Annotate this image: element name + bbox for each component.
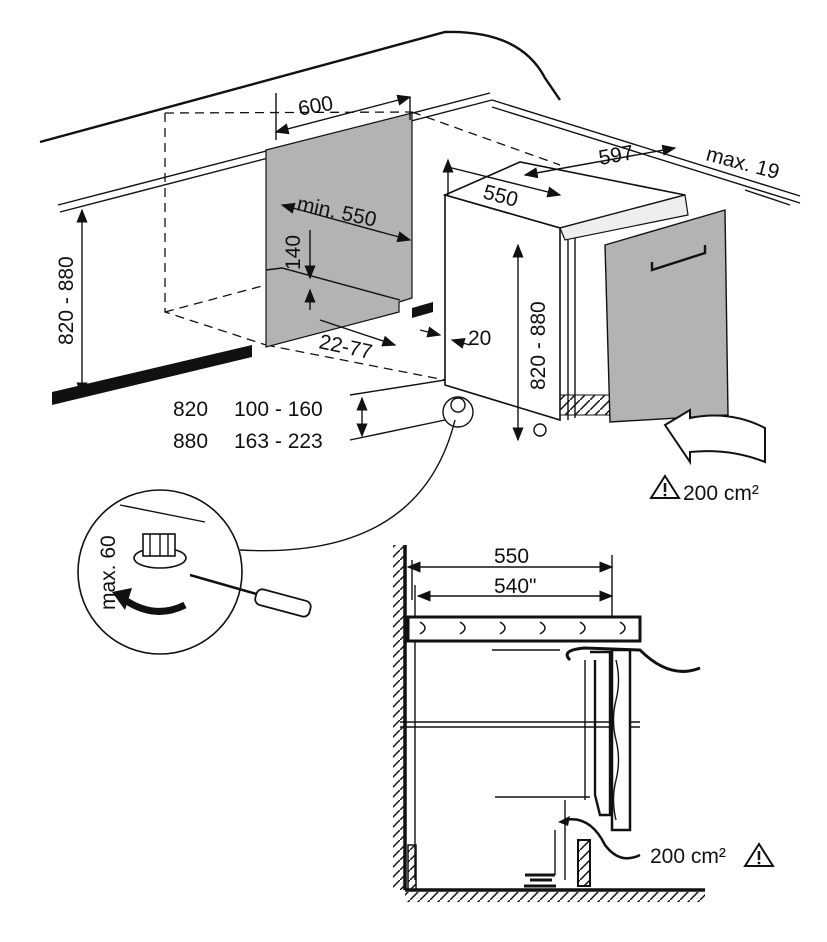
ventilation-note-top: 200 cm²	[649, 474, 759, 505]
dimension-lines	[76, 93, 791, 442]
rotate-arrow-icon	[123, 597, 187, 615]
airflow-arrow	[663, 408, 766, 466]
notch-height-label: 140	[282, 235, 305, 270]
section-depth-inner-label: 540"	[494, 575, 537, 598]
door-handle	[650, 245, 707, 272]
plinth-height-820: 820	[173, 398, 208, 421]
appliance-width-label: 597	[597, 141, 636, 170]
appliance-height-label: 820 - 880	[527, 301, 550, 390]
warning-icon	[743, 842, 775, 867]
section-door	[610, 648, 632, 832]
ventilation-label-top: 200 cm²	[683, 482, 759, 505]
section-depth-outer-label: 550	[494, 545, 529, 568]
plinth-range-820: 100 - 160	[234, 398, 323, 421]
niche-width-label: 600	[296, 92, 335, 121]
countertop	[406, 615, 642, 643]
furniture-door	[604, 209, 729, 423]
plinth-left	[52, 345, 252, 405]
plinth-height-880: 880	[173, 430, 208, 453]
niche-height-label: 820 - 880	[55, 256, 78, 345]
foot-detail: max. 60	[77, 489, 312, 655]
warning-icon	[649, 474, 681, 499]
plinth-range-880: 163 - 223	[234, 430, 323, 453]
screwdriver	[189, 573, 261, 597]
side-panel	[265, 112, 413, 348]
ventilation-label-bottom: 200 cm²	[650, 845, 726, 868]
gap-label: 20	[468, 327, 491, 350]
section-view: 550 540" 200 cm²	[393, 545, 775, 902]
foot-adjust-label: max. 60	[97, 535, 120, 610]
plinth-table: 820 100 - 160 880 163 - 223	[173, 398, 323, 453]
plinth-right	[412, 302, 433, 318]
